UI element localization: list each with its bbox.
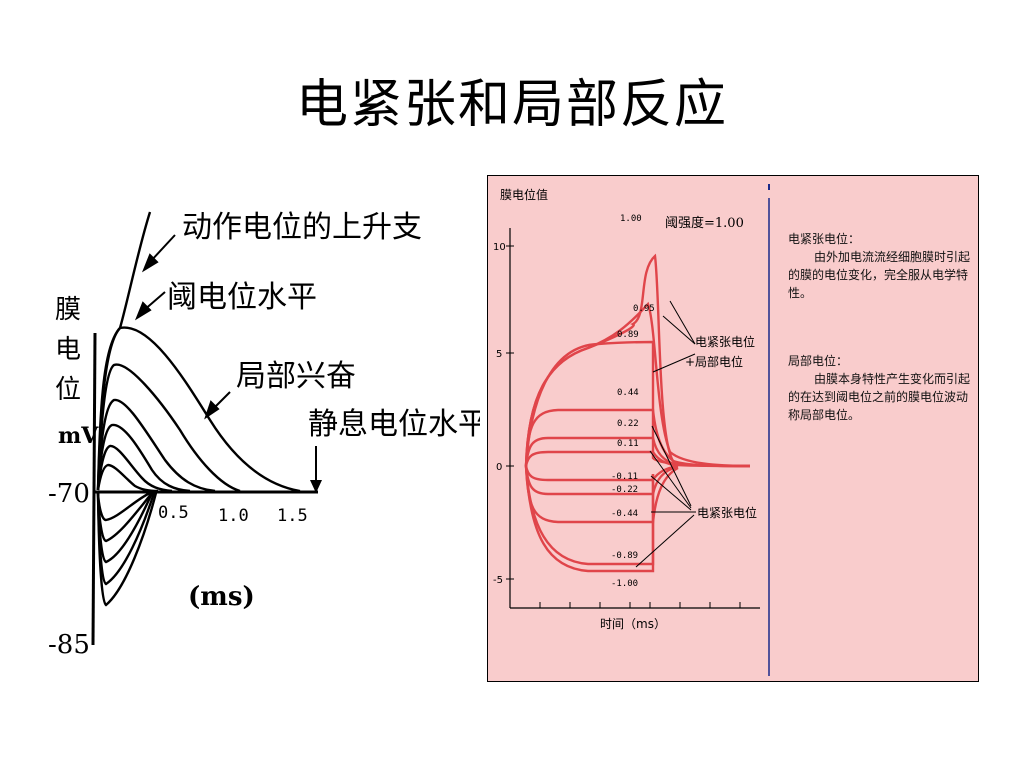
- right-ytick-10: 10: [493, 242, 506, 253]
- label-upstroke: 动作电位的上升支: [182, 210, 422, 245]
- left-xtick-1-5: 1.5: [277, 506, 308, 526]
- curve-sub-5: [96, 463, 159, 493]
- rcurve-0-11: [524, 450, 679, 468]
- annot-electrotonic: 电紧张电位: [697, 505, 757, 520]
- right-ytick-5: 5: [496, 349, 502, 360]
- right-leader-lines: [635, 300, 696, 568]
- right-x-ticks: [539, 602, 741, 608]
- clabel-neg-0-22: -0.22: [611, 485, 638, 495]
- clabel-0-95: 0.95: [633, 304, 655, 314]
- left-xtick-1-0: 1.0: [218, 506, 249, 526]
- curve-sub-4: [96, 444, 173, 493]
- left-ytick-85: -85: [48, 630, 90, 660]
- curve-upstroke: [96, 211, 152, 491]
- left-y-axis: [91, 332, 97, 646]
- label-threshold: 阈电位水平: [167, 280, 317, 315]
- curve-local-excitation: [96, 326, 301, 493]
- rcurve-neg-0-22: [524, 465, 679, 496]
- curve-sub-2: [96, 398, 216, 493]
- curve-hyper-5: [96, 492, 158, 607]
- left-depolarizing-curves: [96, 211, 301, 493]
- right-y-ticks: [506, 245, 514, 580]
- clabel-neg-1-00: -1.00: [611, 579, 638, 589]
- rcurve-neg-0-11: [524, 464, 679, 482]
- label-local: 局部兴奋: [236, 359, 356, 394]
- left-hyperpolarizing-curves: [96, 491, 158, 607]
- note-local-title: 局部电位：: [788, 354, 849, 368]
- electrotonic-chart: 膜电位值 10 5 0 -5 时间（ms） 阈强度=1.00 1.00 0.95…: [493, 184, 770, 676]
- annot-mixed-line1: 电紧张电位: [695, 334, 755, 349]
- left-ylabel-char-1: 膜: [55, 295, 81, 325]
- right-ylabel: 膜电位值: [500, 187, 548, 202]
- note-local-body: 由膜本身特性产生变化而引起的在达到阈电位之前的膜电位波动称局部电位。: [788, 372, 971, 422]
- clabel-0-89: 0.89: [617, 330, 639, 340]
- left-xtick-0-5: 0.5: [158, 503, 189, 523]
- right-curve-labels: 1.00 0.95 0.89 0.44 0.22 0.11 -0.11 -0.2…: [611, 214, 655, 589]
- clabel-1-00: 1.00: [620, 214, 642, 224]
- right-xlabel: 时间（ms）: [600, 617, 666, 631]
- electrotonic-panel: 膜电位值 10 5 0 -5 时间（ms） 阈强度=1.00 1.00 0.95…: [487, 175, 979, 682]
- curve-sub-1: [96, 363, 241, 493]
- left-ytick-70: -70: [48, 479, 90, 509]
- left-pointer-arrows: [134, 234, 231, 420]
- resting-arrow-head: [310, 480, 322, 493]
- clabel-0-11: 0.11: [617, 439, 639, 449]
- left-ylabel-char-3: 位: [55, 375, 81, 405]
- left-ylabel-char-2: 电: [55, 335, 81, 365]
- label-resting: 静息电位水平: [308, 407, 480, 442]
- curve-sub-3: [96, 423, 191, 493]
- threshold-label: 阈强度=1.00: [665, 215, 744, 231]
- clabel-0-44: 0.44: [617, 388, 639, 398]
- clabel-0-22: 0.22: [617, 419, 639, 429]
- left-xunit: (ms): [188, 582, 255, 612]
- slide-title: 电紧张和局部反应: [295, 75, 728, 135]
- rcurve-0-22: [524, 436, 751, 468]
- rcurve-neg-1-00: [524, 465, 655, 573]
- left-yunit: mV: [58, 423, 99, 449]
- clabel-neg-0-89: -0.89: [611, 551, 638, 561]
- clabel-neg-0-11: -0.11: [611, 472, 638, 482]
- right-curves: [524, 253, 751, 573]
- note-electrotonic-body: 由外加电流流经细胞膜时引起的膜的电位变化，完全服从电学特性。: [788, 250, 971, 300]
- note-local: 局部电位： 由膜本身特性产生变化而引起的在达到阈电位之前的膜电位波动称局部电位。: [788, 352, 970, 424]
- local-response-figure: 膜 电 位 mV -70 -85 0.5 1.0 1.5 (ms) 动作电位的上…: [48, 210, 480, 660]
- clabel-neg-0-44: -0.44: [611, 509, 638, 519]
- right-ytick-0: 0: [496, 462, 502, 473]
- note-electrotonic-title: 电紧张电位：: [788, 232, 861, 246]
- annot-mixed-line2: +局部电位: [685, 354, 743, 369]
- right-ytick-neg5: -5: [493, 575, 503, 586]
- note-electrotonic: 电紧张电位： 由外加电流流经细胞膜时引起的膜的电位变化，完全服从电学特性。: [788, 230, 970, 302]
